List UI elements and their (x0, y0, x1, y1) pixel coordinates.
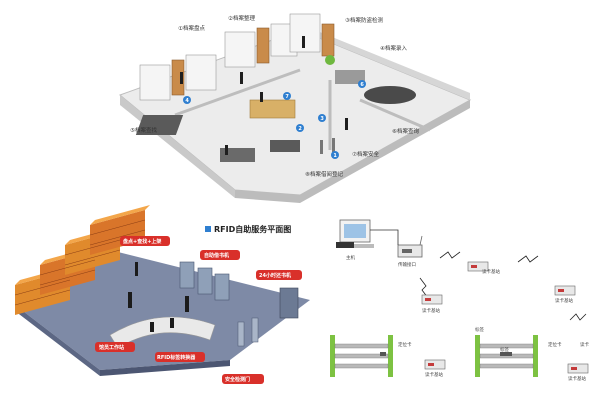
link-host-transmitter (370, 229, 399, 245)
callout-security-gate-text: 安全检测门 (225, 376, 250, 383)
security-gate-b (332, 138, 335, 152)
callout-security-gate (222, 374, 264, 384)
callout-inventory (120, 236, 170, 246)
callout-workstation (95, 342, 135, 352)
label-sorting: ②档案整理 (228, 14, 255, 22)
marker-2: 2 (298, 126, 302, 132)
marker-label-center: 标签 (500, 346, 509, 353)
base-station-4 (424, 359, 446, 370)
locator-label-right: 定位卡 (548, 341, 562, 348)
label-search: ⑤档案查找 (130, 126, 157, 134)
transmitter-icon (397, 235, 423, 258)
label-borrow-register: ⑧档案借阅登记 (305, 170, 343, 178)
rack-right (475, 335, 538, 377)
base-station-2 (554, 285, 576, 296)
base-station-5-label: 读卡基站 (568, 375, 586, 382)
machines (179, 261, 299, 347)
rfid-floor-edge (15, 305, 100, 376)
base-station-5 (567, 363, 589, 374)
security-gate-a (320, 140, 323, 154)
floor-plan-labels: ①档案盘点 ②档案整理 ③档案防盗检测 ④档案录入 ⑤档案查找 ⑥档案查询 ⑦档… (130, 14, 419, 178)
network-diagram: 主机 传输接口 读卡基站 读卡基站 (330, 219, 589, 382)
librarian-desk (109, 316, 216, 349)
marker-7: 7 (285, 94, 289, 100)
label-theft-detect: ③档案防盗检测 (345, 16, 383, 24)
rfid-title-icon (205, 226, 211, 232)
locator-label-left: 定位卡 (398, 341, 412, 348)
rack-left (330, 335, 393, 377)
base-station-3-label: 读卡基站 (422, 307, 440, 314)
label-inventory: ①档案盘点 (178, 24, 205, 32)
numbered-markers: 4 2 3 7 1 6 (183, 80, 366, 159)
office-wall-right (235, 100, 470, 203)
people-office (180, 36, 348, 155)
base-station-1 (467, 261, 489, 272)
transmitter-label: 传输接口 (398, 261, 416, 268)
office-floor-plan: 4 2 3 7 1 6 ①档案盘点 ②档案整理 ③档案防盗检测 ④档案录入 ⑤档… (119, 13, 472, 203)
callout-self-checkout (200, 250, 240, 260)
office-wall-back (300, 24, 470, 100)
label-security: ⑦档案安全 (352, 150, 379, 158)
callout-24h-return-text: 24小时还书机 (259, 272, 291, 279)
cabinet-group-3 (289, 13, 335, 57)
rfid-service-plan: RFID自助服务平面图 (14, 205, 310, 384)
rfid-title: RFID自助服务平面图 (214, 224, 291, 234)
base-station-2-label: 读卡基站 (555, 297, 573, 304)
partition-1 (174, 68, 301, 117)
desk-center (249, 99, 296, 119)
callout-workstation-text: 馆员工作站 (99, 344, 124, 351)
callout-tag-converter-text: RFID标签转换器 (157, 354, 196, 361)
desk-right (335, 70, 365, 84)
label-query: ⑥档案查询 (392, 127, 419, 135)
base-station-3 (421, 294, 443, 305)
marker-6: 6 (360, 82, 364, 88)
host-computer-icon (336, 219, 374, 248)
host-label: 主机 (346, 254, 355, 261)
cabinet-group-1 (139, 54, 217, 101)
label-entry: ④档案录入 (380, 44, 407, 52)
desk-cluster-left (135, 115, 184, 135)
people-rfid (128, 262, 189, 332)
marker-3: 3 (320, 116, 324, 122)
meeting-table (364, 86, 416, 104)
rfid-callouts: 盘点+查找+上架 自助借书机 24小时还书机 馆员工作站 RFID标签转换器 安… (95, 236, 302, 384)
callout-24h-return (256, 270, 302, 280)
wireless-links (419, 251, 587, 321)
marker-label-right: 标签 (475, 326, 484, 333)
desk-cluster-bottom (270, 140, 300, 152)
reception-desk (220, 148, 255, 162)
partition-3 (359, 98, 431, 132)
marker-1: 1 (333, 153, 337, 159)
callout-inventory-text: 盘点+查找+上架 (123, 238, 161, 245)
base-station-4-label: 读卡基站 (425, 371, 443, 378)
base-station-1-label: 读卡基站 (482, 268, 500, 275)
callout-tag-converter (155, 352, 205, 362)
callout-self-checkout-text: 自助借书机 (204, 252, 229, 259)
marker-4: 4 (185, 98, 189, 104)
rfid-floor-edge-2 (100, 360, 230, 376)
plant-icon (325, 55, 335, 65)
read-label-right: 读卡 (580, 341, 589, 348)
